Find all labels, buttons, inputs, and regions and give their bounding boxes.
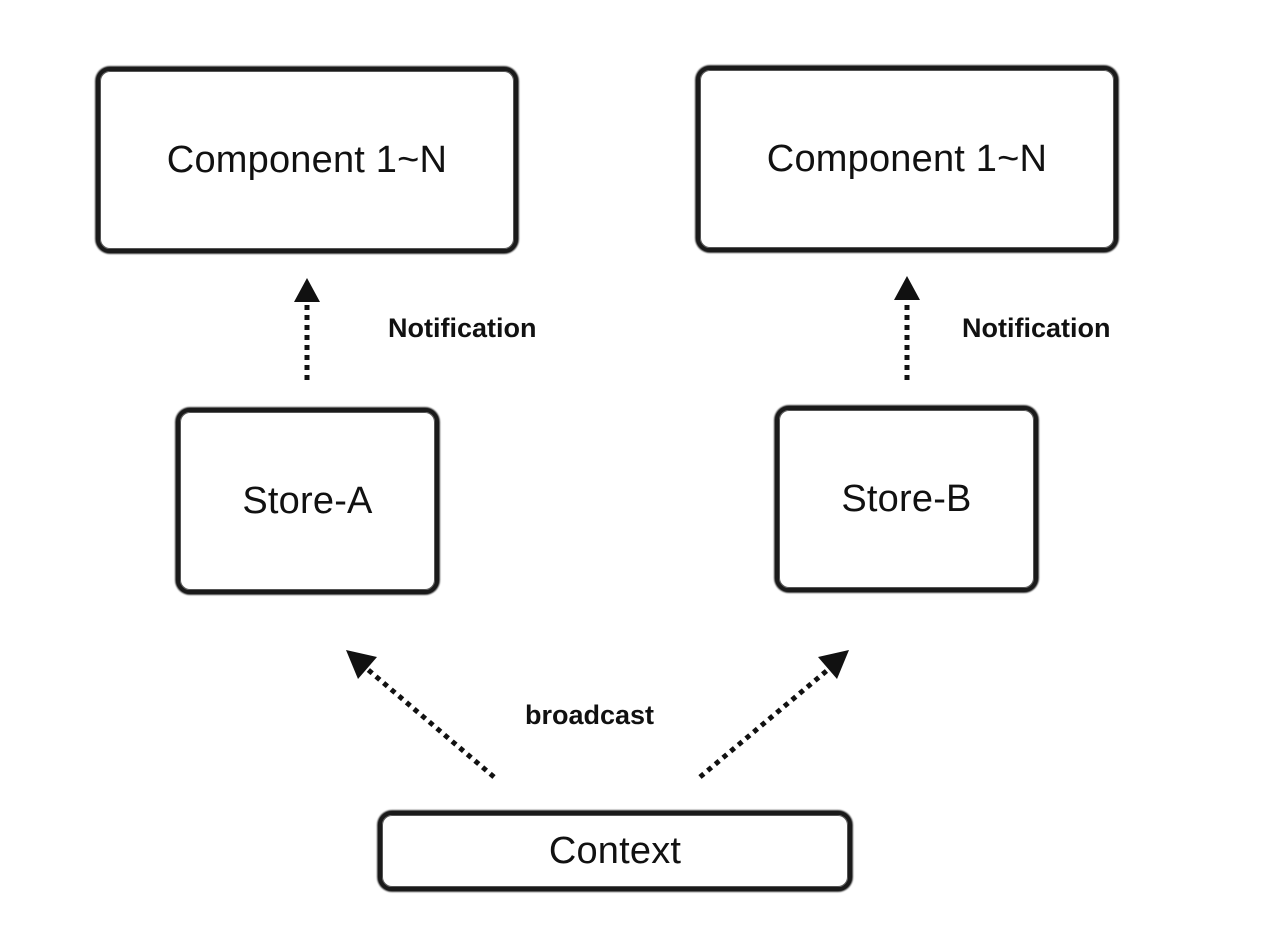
arrowhead-store-b — [818, 650, 849, 679]
component-left-label: Component 1~N — [166, 138, 448, 181]
context-box: Context — [378, 811, 852, 891]
broadcast-label: broadcast — [525, 700, 655, 730]
store-a-box: Store-A — [176, 408, 439, 594]
context-label: Context — [548, 829, 682, 872]
arrow-context-to-store-a — [364, 666, 496, 779]
arrow-context-to-store-b — [698, 666, 832, 779]
component-right-box: Component 1~N — [696, 66, 1118, 252]
store-a-label: Store-A — [242, 479, 373, 522]
arrowhead-up-left — [294, 278, 320, 302]
store-b-box: Store-B — [775, 406, 1038, 592]
store-b-label: Store-B — [841, 477, 972, 520]
arrowhead-up-right — [894, 276, 920, 300]
component-right-label: Component 1~N — [766, 137, 1048, 180]
component-left-box: Component 1~N — [96, 67, 518, 253]
notification-left-label: Notification — [388, 313, 537, 343]
arrowhead-store-a — [346, 650, 377, 679]
notification-right-label: Notification — [962, 313, 1111, 343]
